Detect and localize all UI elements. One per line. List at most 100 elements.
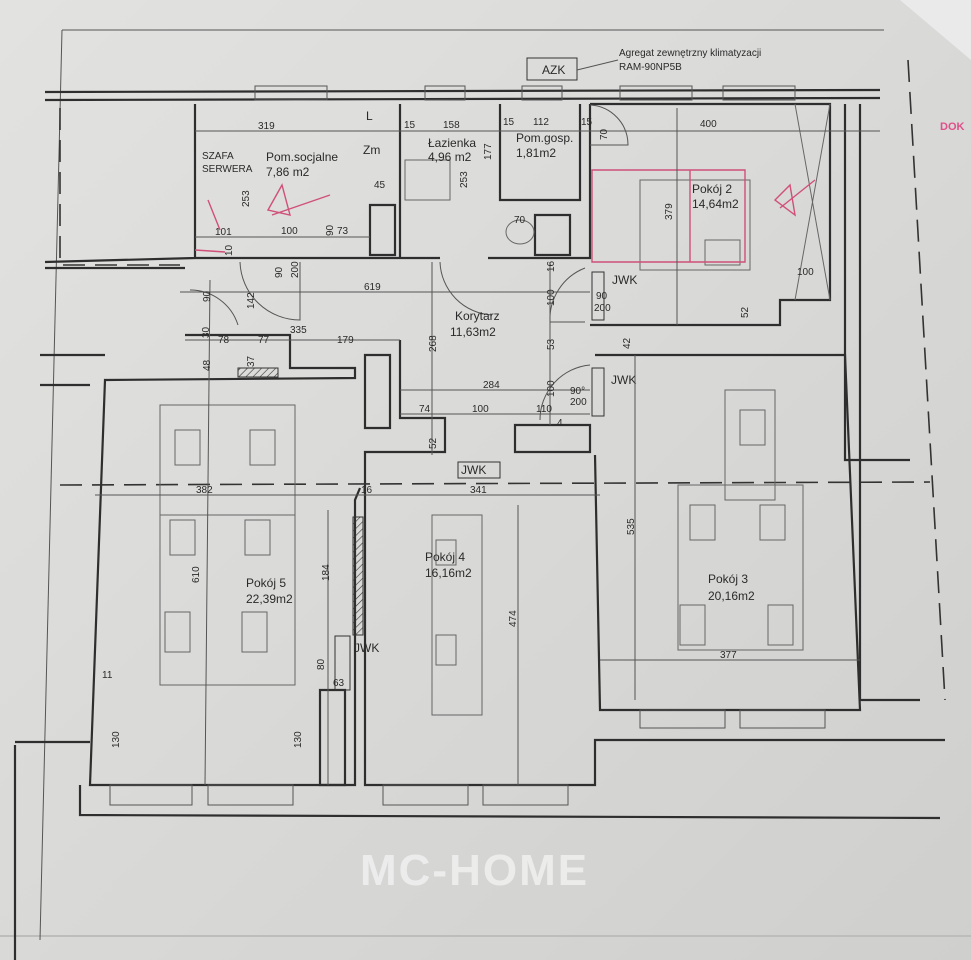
dim: 319 — [258, 121, 275, 132]
dim: 77 — [258, 335, 270, 346]
dim: 63 — [333, 678, 345, 689]
room4-area: 16,16m2 — [425, 566, 472, 580]
dim: 90 — [325, 224, 336, 236]
dim: 184 — [321, 564, 332, 581]
server-label-1: SZAFA — [202, 151, 234, 162]
dim: 45 — [374, 180, 386, 191]
social-room-name: Pom.socjalne — [266, 150, 338, 164]
room4-name: Pokój 4 — [425, 550, 465, 564]
sink-label: Zm — [363, 143, 380, 157]
dim: 74 — [419, 404, 431, 415]
jwk-label-4: JWK — [354, 641, 379, 655]
dim: 30 — [201, 326, 212, 338]
dim: 42 — [622, 337, 633, 349]
dim: 78 — [218, 335, 230, 346]
leader-line — [576, 59, 619, 71]
dim: 112 — [533, 117, 549, 128]
dim: 15 — [503, 117, 515, 128]
utility-room-area: 1,81m2 — [516, 146, 556, 160]
dim: 100 — [281, 226, 298, 237]
fridge-label: L — [366, 109, 373, 123]
dim: 379 — [664, 203, 675, 220]
paper-edge-right — [900, 0, 971, 60]
drawing-border-left — [39, 29, 63, 941]
room3-name: Pokój 3 — [708, 572, 748, 586]
jwk-label-2: JWK — [611, 373, 636, 387]
dim: 37 — [246, 355, 257, 367]
dim: 200 — [290, 261, 301, 278]
dim: 70 — [514, 215, 526, 226]
dim: 10 — [224, 244, 235, 256]
dim: 268 — [428, 335, 439, 352]
dim: 101 — [215, 227, 232, 238]
dim: 610 — [191, 566, 202, 583]
dim: 15 — [404, 120, 416, 131]
dim: 80 — [316, 658, 327, 670]
dim: 15 — [581, 117, 593, 128]
dim: 100 — [797, 267, 814, 278]
dim: 90° — [570, 386, 585, 397]
corridor-name: Korytarz — [455, 309, 500, 323]
bathroom-area: 4,96 m2 — [428, 150, 472, 164]
stamp-fragment: DOK — [940, 121, 965, 133]
axis-line-vertical — [907, 59, 946, 701]
corridor-area: 11,63m2 — [450, 325, 496, 339]
jwk-label-3: JWK — [461, 463, 486, 477]
dim: 142 — [246, 292, 257, 309]
furniture — [159, 103, 831, 716]
jwk-label-1: JWK — [612, 273, 637, 287]
dim: 535 — [626, 518, 637, 535]
dim: 52 — [428, 437, 439, 449]
room2-area: 14,64m2 — [692, 197, 739, 211]
dim: 341 — [470, 485, 487, 496]
azk-box — [526, 57, 578, 81]
dim: 100 — [472, 404, 489, 415]
dim: 73 — [337, 226, 349, 237]
dim: 200 — [594, 303, 611, 314]
social-room-area: 7,86 m2 — [266, 165, 310, 179]
dim: 90 — [596, 291, 608, 302]
dim: 474 — [508, 610, 519, 627]
dim: 48 — [202, 359, 213, 371]
hatched-wall-small — [237, 367, 279, 378]
dim: 90 — [274, 266, 285, 278]
dashed-outline-left — [59, 108, 180, 266]
room3-area: 20,16m2 — [708, 589, 755, 603]
dimension-labels: 319 15 158 15 112 15 400 70 253 177 253 … — [102, 117, 814, 748]
dim: 335 — [290, 325, 307, 336]
ac-unit-label: Agregat zewnętrzny klimatyzacji — [619, 48, 761, 59]
outer-walls — [13, 88, 945, 960]
red-annotations — [194, 169, 816, 263]
ac-unit-model: RAM-90NP5B — [619, 62, 682, 73]
dim: 16 — [361, 485, 373, 496]
dim: 179 — [337, 335, 354, 346]
dim: 400 — [700, 119, 717, 130]
dim: 4 — [557, 418, 563, 429]
azk-label: AZK — [542, 63, 565, 77]
room5-name: Pokój 5 — [246, 576, 286, 590]
dim: 90 — [202, 290, 213, 302]
dim: 130 — [111, 731, 122, 748]
dim: 52 — [740, 306, 751, 318]
dim: 284 — [483, 380, 500, 391]
dim: 53 — [546, 338, 557, 350]
dim: 253 — [459, 171, 470, 188]
room5-area: 22,39m2 — [246, 592, 293, 606]
dim: 619 — [364, 282, 381, 293]
dim: 130 — [293, 731, 304, 748]
windows — [109, 85, 826, 806]
axis-line — [59, 481, 931, 486]
dim: 377 — [720, 650, 737, 661]
dim: 200 — [570, 397, 587, 408]
dim: 382 — [196, 485, 213, 496]
hatched-wall — [352, 516, 364, 636]
dim: 100 — [546, 380, 557, 397]
room-labels: SZAFA SERWERA Pom.socjalne 7,86 m2 L Zm … — [202, 109, 755, 691]
bathroom-name: Łazienka — [428, 136, 476, 150]
dim: 158 — [443, 120, 460, 131]
dim: 70 — [599, 128, 610, 140]
dim: 110 — [536, 404, 552, 415]
watermark: MC-HOME — [360, 846, 589, 895]
room2-name: Pokój 2 — [692, 182, 732, 196]
